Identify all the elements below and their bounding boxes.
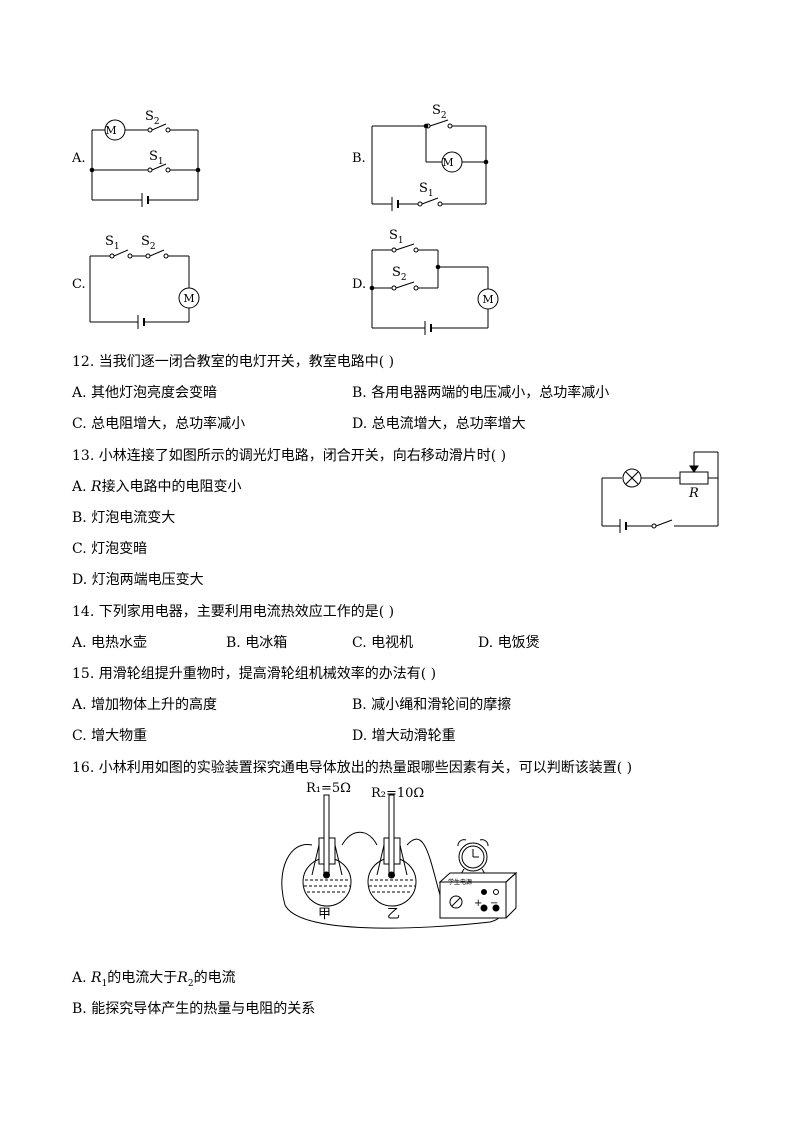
q14-option-d[interactable]: D. 电饭煲 xyxy=(478,635,540,651)
r2-label: R₂=10Ω xyxy=(371,786,424,801)
q15-option-b[interactable]: B. 减小绳和滑轮间的摩擦 xyxy=(352,697,512,713)
minus-terminal: − xyxy=(490,898,498,909)
switch-label: S2 xyxy=(141,234,156,252)
rheostat-label: R xyxy=(688,486,699,501)
option-letter: B. xyxy=(352,151,366,166)
switch-label: S2 xyxy=(432,103,447,121)
q12-option-a[interactable]: A. 其他灯泡亮度会变暗 xyxy=(72,385,218,401)
q13-option-d[interactable]: D. 灯泡两端电压变大 xyxy=(72,572,204,588)
q12-option-c[interactable]: C. 总电阻增大，总功率减小 xyxy=(72,416,246,432)
circuit-options-figure: A. M S2 S1 B. M S2 S1 C. M S1 S2 D. M S1… xyxy=(71,103,499,335)
thermometer-icon xyxy=(388,794,395,874)
question-14-stem: 14. 下列家用电器，主要利用电流热效应工作的是( ) xyxy=(72,604,395,620)
motor-label: M xyxy=(183,292,194,305)
q16-option-a[interactable]: A. R1的电流大于R2的电流 xyxy=(72,970,236,989)
q13-option-c[interactable]: C. 灯泡变暗 xyxy=(72,541,148,557)
thermometer-icon xyxy=(323,794,330,874)
q15-option-c[interactable]: C. 增大物重 xyxy=(72,728,148,744)
q15-option-d[interactable]: D. 增大动滑轮重 xyxy=(352,728,456,744)
motor-label: M xyxy=(442,156,453,169)
switch-label: S2 xyxy=(392,265,407,283)
motor-label: M xyxy=(105,124,116,137)
flask-jia-label: 甲 xyxy=(318,907,331,922)
circuit-b xyxy=(371,119,489,211)
q16-option-b[interactable]: B. 能探究导体产生的热量与电阻的关系 xyxy=(72,1001,316,1017)
power-supply-icon xyxy=(438,871,518,919)
question-16-stem: 16. 小林利用如图的实验装置探究通电导体放出的热量跟哪些因素有关，可以判断该装… xyxy=(72,760,633,776)
question-13-stem: 13. 小林连接了如图所示的调光灯电路，闭合开关，向右移动滑片时( ) xyxy=(72,448,507,464)
q12-option-b[interactable]: B. 各用电器两端的电压减小，总功率减小 xyxy=(352,385,610,401)
option-letter: D. xyxy=(352,277,366,292)
switch-label: S2 xyxy=(145,109,160,127)
q13-option-a[interactable]: A. R接入电路中的电阻变小 xyxy=(72,479,242,495)
flask-yi xyxy=(367,794,417,907)
q14-option-c[interactable]: C. 电视机 xyxy=(352,635,414,651)
r1-label: R₁=5Ω xyxy=(306,781,351,796)
flask-yi-label: 乙 xyxy=(387,907,400,922)
circuit-c xyxy=(89,249,200,329)
power-supply-label: 学生电源 xyxy=(448,878,472,886)
q15-option-a[interactable]: A. 增加物体上升的高度 xyxy=(72,697,218,713)
circuit-a xyxy=(89,119,201,207)
q14-option-b[interactable]: B. 电冰箱 xyxy=(226,635,288,651)
switch-label: S1 xyxy=(149,149,164,167)
heating-experiment-figure: 学生电源 + − R₁=5Ω R₂=10Ω 甲 乙 xyxy=(281,781,518,929)
switch-label: S1 xyxy=(419,181,434,199)
motor-label: M xyxy=(482,293,493,306)
dimmer-circuit-figure: R xyxy=(601,451,719,533)
flask-jia xyxy=(302,794,352,907)
question-12-stem: 12. 当我们逐一闭合教室的电灯开关，教室电路中( ) xyxy=(72,354,395,370)
plus-terminal: + xyxy=(474,898,482,909)
q14-option-a[interactable]: A. 电热水壶 xyxy=(72,635,148,651)
alarm-clock-icon xyxy=(457,839,489,875)
question-15-stem: 15. 用滑轮组提升重物时，提高滑轮组机械效率的办法有( ) xyxy=(72,666,437,682)
q13-option-b[interactable]: B. 灯泡电流变大 xyxy=(72,510,176,526)
option-letter: C. xyxy=(72,277,86,292)
option-letter: A. xyxy=(71,151,86,166)
q12-option-d[interactable]: D. 总电流增大，总功率增大 xyxy=(352,416,526,432)
switch-label: S1 xyxy=(389,228,404,246)
switch-label: S1 xyxy=(105,234,120,252)
circuit-d xyxy=(369,243,499,335)
